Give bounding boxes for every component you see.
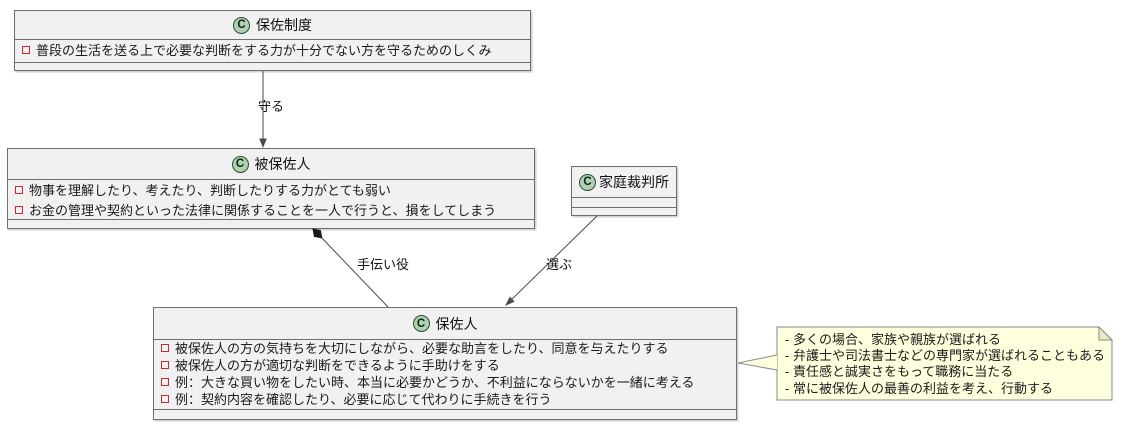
attribute-row: 例：契約内容を確認したり、必要に応じて代わりに手続きを行う: [161, 392, 730, 409]
attribute-row: 例：大きな買い物をしたい時、本当に必要かどうか、不利益にならないかを一緒に考える: [161, 375, 730, 392]
class-stereotype-icon: C: [579, 173, 596, 191]
field-icon: [161, 394, 169, 403]
note-line: - 弁護士や司法書士などの専門家が選ばれることもある: [785, 348, 1105, 364]
class-methods-empty: [15, 62, 530, 72]
edge-helper-diamond-icon: [312, 228, 323, 239]
note-line: - 常に被保佐人の最善の利益を考え、行動する: [785, 380, 1053, 396]
attribute-row: お金の管理や契約といった法律に関係することを一人で行うと、損をしてしまう: [15, 201, 528, 221]
class-header: C 保佐人: [154, 308, 736, 339]
class-stereotype-icon: C: [231, 155, 249, 173]
field-icon: [161, 377, 169, 386]
note-connector-edge: [737, 362, 778, 371]
attribute-row: 被保佐人の方が適切な判断をできるように手助けをする: [161, 358, 730, 375]
note-curator-details: - 多くの場合、家族や親族が選ばれる - 弁護士や司法書士などの専門家が選ばれる…: [785, 332, 1110, 397]
class-attributes-empty: [572, 197, 676, 207]
attribute-row: 被保佐人の方の気持ちを大切にしながら、必要な助言をしたり、同意を与えたりする: [161, 341, 730, 358]
class-name: 家庭裁判所: [599, 174, 669, 190]
attribute-text: 普段の生活を送る上で必要な判断をする力が十分でない方を守るためのしくみ: [36, 43, 492, 58]
class-methods-empty: [572, 207, 676, 217]
class-name: 被保佐人: [254, 156, 311, 172]
attribute-row: 物事を理解したり、考えたり、判断したりする力がとても弱い: [15, 181, 528, 201]
attribute-text: 被保佐人の方が適切な判断をできるように手助けをする: [175, 357, 500, 373]
class-methods-empty: [154, 409, 736, 421]
class-box-family-court: C 家庭裁判所: [571, 166, 677, 216]
field-icon: [15, 186, 23, 194]
attribute-text: 被保佐人の方の気持ちを大切にしながら、必要な助言をしたり、同意を与えたりする: [175, 341, 669, 356]
field-icon: [161, 344, 169, 352]
class-header: C 被保佐人: [8, 149, 534, 179]
class-stereotype-icon: C: [412, 315, 430, 332]
edge-select-arrowhead-icon: [505, 296, 515, 306]
attribute-text: お金の管理や契約といった法律に関係することを一人で行うと、損をしてしまう: [29, 202, 497, 218]
class-name: 保佐人: [435, 315, 478, 332]
class-stereotype-icon: C: [233, 16, 250, 34]
edge-protect-arrowhead-icon: [259, 138, 267, 148]
class-header: C 家庭裁判所: [572, 167, 676, 197]
class-attributes: 物事を理解したり、考えたり、判断したりする力がとても弱い お金の管理や契約といっ…: [8, 179, 534, 219]
edge-label-protect: 守る: [258, 99, 285, 114]
field-icon: [15, 205, 23, 214]
class-box-guardianship-system: C 保佐制度 普段の生活を送る上で必要な判断をする力が十分でない方を守るためのし…: [14, 10, 531, 71]
class-attributes: 普段の生活を送る上で必要な判断をする力が十分でない方を守るためのしくみ: [15, 39, 530, 62]
class-header: C 保佐制度: [15, 11, 530, 39]
class-methods-empty: [8, 219, 534, 230]
attribute-text: 物事を理解したり、考えたり、判断したりする力がとても弱い: [29, 183, 391, 198]
attribute-text: 例：契約内容を確認したり、必要に応じて代わりに手続きを行う: [175, 391, 552, 407]
edge-label-helper-role: 手伝い役: [357, 257, 410, 272]
note-line: - 多くの場合、家族や親族が選ばれる: [785, 332, 1001, 347]
class-name: 保佐制度: [256, 17, 312, 33]
field-icon: [22, 46, 30, 54]
class-box-curator: C 保佐人 被保佐人の方の気持ちを大切にしながら、必要な助言をしたり、同意を与え…: [153, 307, 737, 420]
note-connector: [738, 355, 777, 370]
note-connector-edge: [737, 354, 778, 364]
field-icon: [161, 360, 169, 369]
class-box-person-under-curatorship: C 被保佐人 物事を理解したり、考えたり、判断したりする力がとても弱い お金の管…: [7, 148, 535, 229]
note-line: - 責任感と誠実さをもって職務に当たる: [785, 364, 1014, 380]
attribute-row: 普段の生活を送る上で必要な判断をする力が十分でない方を守るためのしくみ: [22, 41, 524, 61]
edge-label-select: 選ぶ: [546, 257, 573, 272]
class-attributes: 被保佐人の方の気持ちを大切にしながら、必要な助言をしたり、同意を与えたりする 被…: [154, 339, 736, 409]
attribute-text: 例：大きな買い物をしたい時、本当に必要かどうか、不利益にならないかを一緒に考える: [175, 374, 695, 390]
